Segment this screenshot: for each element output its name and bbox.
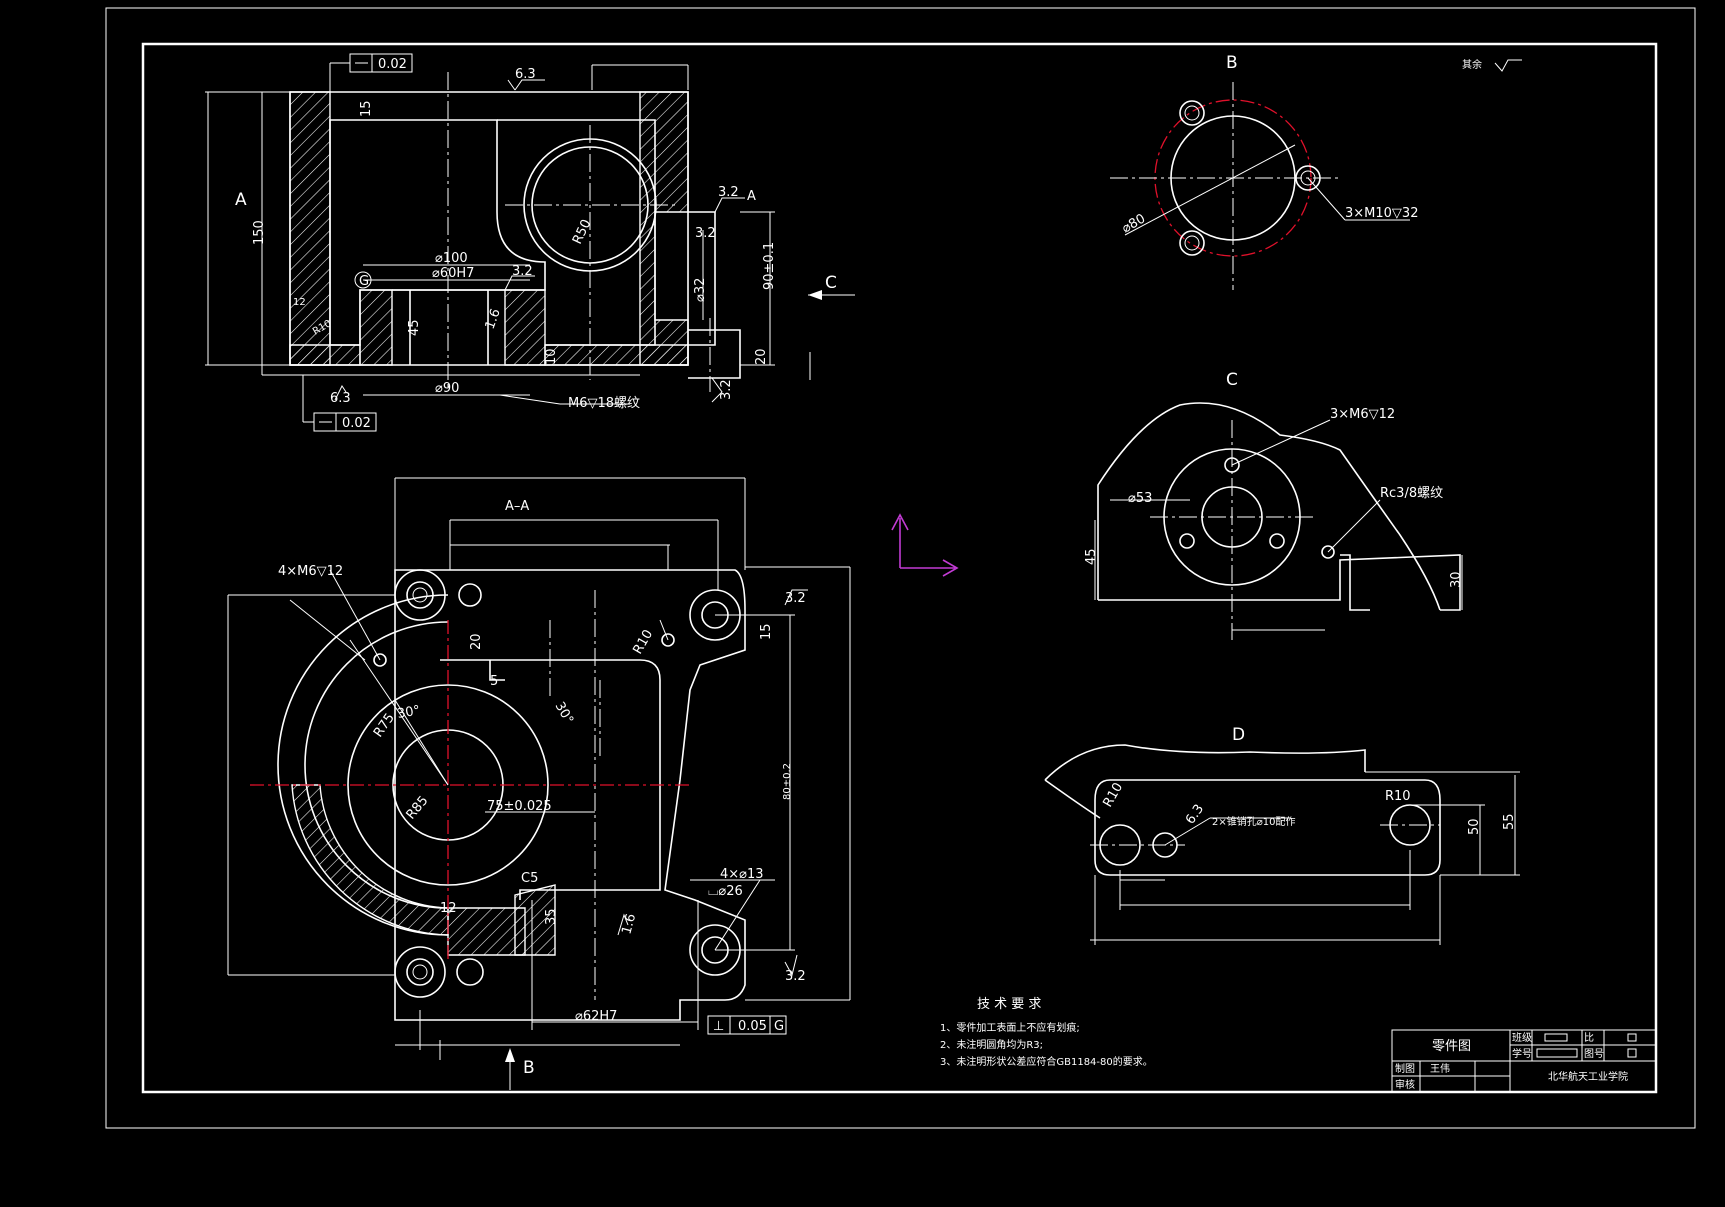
dim-75: 75±0.025 [487,799,552,814]
title-sheet-label: 图号 [1584,1048,1604,1060]
view-label-d: D [1232,725,1245,745]
dim-phi32: ⌀32 [693,278,708,302]
dim-phi90: ⌀90 [435,381,459,396]
thread-rc38: Rc3/8螺纹 [1380,486,1443,501]
title-check-label: 审核 [1395,1078,1415,1091]
dim-80: 80±0.2 [782,763,793,800]
roughness-16b: 1.6 [619,912,639,936]
sheet-border [105,7,1696,1129]
roughness-top: 6.3 [515,67,536,82]
dim-50: 50 [1467,818,1482,835]
perp-tolerance: 0.05 [738,1019,767,1034]
dim-r50: R50 [570,217,594,247]
thread-3m6: 3×M6▽12 [1330,407,1395,422]
roughness-32b: 3.2 [695,226,716,241]
section-arrow-b: B [523,1058,535,1078]
title-drawing-name: 零件图 [1432,1039,1471,1054]
datum-a-label: A [747,189,756,204]
dim-r85: R85 [404,793,432,822]
dim-55: 55 [1502,813,1517,830]
dim-r10-plan: R10 [630,627,656,657]
dim-5: 5 [490,674,498,689]
roughness-32a: 3.2 [718,185,739,200]
title-id-label: 学号 [1512,1047,1532,1060]
note-3: 3、未注明形状公差应符合GB1184-80的要求。 [940,1055,1153,1068]
section-label-a: A [235,190,247,210]
section-label-c: C [825,273,837,293]
view-label-b: B [1226,53,1238,73]
notes-title: 技 术 要 求 [977,997,1041,1012]
dim-45: 45 [407,319,422,336]
roughness-32c: 3.2 [512,264,533,279]
dim-12-plan: 12 [440,901,457,916]
roughness-bottom: 6.3 [330,391,351,406]
roughness-63-d: 6.3 [1183,802,1207,828]
dim-15: 15 [359,100,374,117]
dim-phi60: ⌀60H7 [432,266,474,281]
technical-requirements: 技 术 要 求 1、零件加工表面上不应有划痕; 2、未注明圆角均为R3; 3、未… [940,997,1153,1068]
dim-12: 12 [293,297,306,308]
pin-holes-d: 2×锥销孔⌀10配作 [1212,815,1296,828]
roughness-32e: 3.2 [785,591,806,606]
section-label-aa: A–A [505,499,529,514]
note-2: 2、未注明圆角均为R3; [940,1038,1043,1051]
title-drawn-by: 王伟 [1430,1062,1450,1075]
others-label: 其余 [1462,58,1482,71]
dim-30-c: 30 [1449,571,1464,588]
view-label-c: C [1226,370,1238,390]
thread-3m10: 3×M10▽32 [1345,206,1418,221]
dim-90: 90±0.1 [762,242,777,290]
title-class-label: 班级 [1512,1032,1532,1044]
holes-4x13: 4×⌀13 [720,867,764,882]
main-section-view: 0.02 0.02 6.3 6.3 A 150 15 12 R10 45 ⌀10… [205,53,855,432]
dim-phi53: ⌀53 [1128,491,1152,506]
dim-phi80: ⌀80 [1120,211,1149,236]
thread-4m6: 4×M6▽12 [278,564,343,579]
dim-phi100: ⌀100 [435,251,468,266]
datum-g-label: G [359,274,369,289]
title-school: 北华航天工业学院 [1548,1070,1628,1083]
plan-view: A–A 4×M6▽12 30° R75 R85 75±0.025 30° R10… [227,477,851,1090]
title-drawn-label: 制图 [1395,1062,1415,1075]
note-1: 1、零件加工表面上不应有划痕; [940,1021,1080,1034]
dim-20-plan: 20 [469,633,484,650]
title-block: 零件图 班级 学号 比 图号 制图 王伟 审核 北华航天工业学院 [1391,1029,1657,1093]
view-d: D R10 R10 6.3 2×锥销孔⌀10配作 50 55 [1044,725,1520,945]
thread-m6: M6▽18螺纹 [568,396,640,411]
perp-symbol: ⊥ [713,1019,724,1034]
roughness-16: 1.6 [483,307,504,332]
roughness-32d: 3.2 [719,379,734,400]
title-scale-label: 比 [1584,1032,1594,1044]
dim-r10-d1: R10 [1100,780,1126,810]
flatness-bottom: 0.02 [342,416,371,431]
counterbore-26: ⌴⌀26 [708,884,743,899]
dim-r75: R75 [371,711,398,741]
dim-r10-d2: R10 [1385,789,1411,804]
perp-datum: G [774,1019,784,1034]
dim-phi62: ⌀62H7 [575,1009,617,1024]
ucs-icon [891,513,959,577]
roughness-32f: 3.2 [785,969,806,984]
view-b: B ⌀80 3×M10▽32 [1110,53,1418,290]
other-surfaces-note: 其余 [1462,58,1522,72]
chamfer-c5: C5 [521,871,538,886]
dim-10: 10 [544,348,559,365]
flatness-top: 0.02 [378,57,407,72]
dim-30a: 30° [396,703,421,722]
view-c: C 3×M6▽12 ⌀53 Rc3/8螺纹 45 30 [1084,370,1464,640]
dim-150: 150 [252,220,267,245]
dim-15-plan: 15 [759,623,774,640]
dim-45-c: 45 [1084,548,1099,565]
dim-35: 35 [544,908,559,925]
dim-30b: 30° [552,700,577,727]
dim-20: 20 [754,348,769,365]
